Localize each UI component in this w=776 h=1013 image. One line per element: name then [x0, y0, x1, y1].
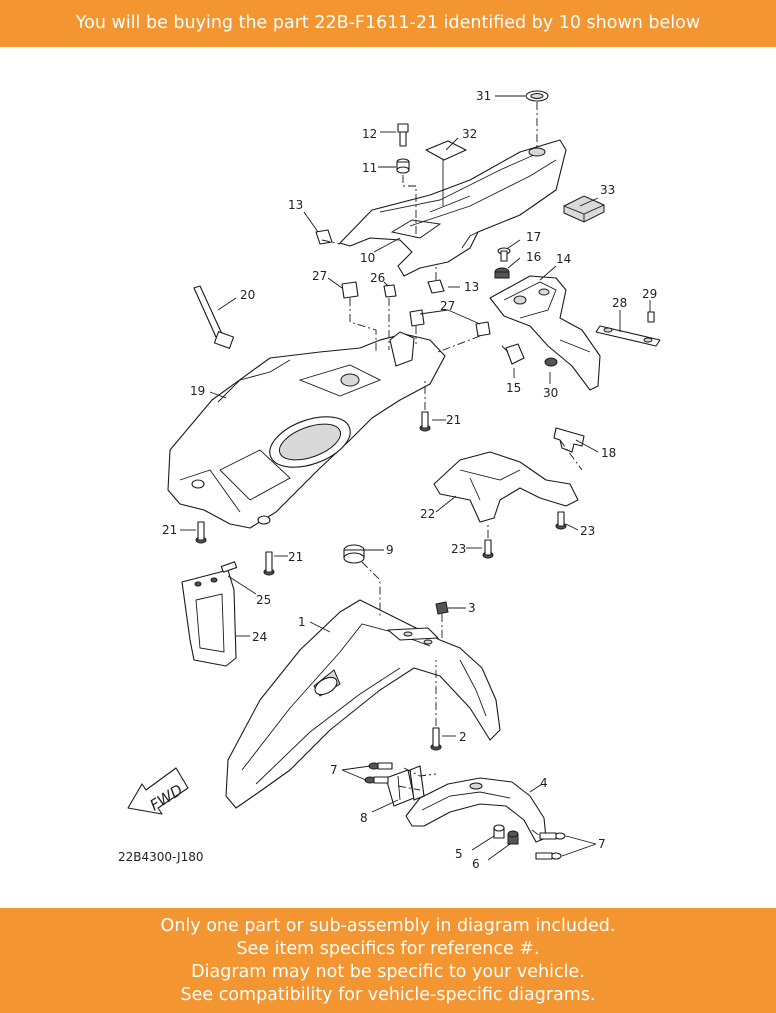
callout-18[interactable]: 18 — [601, 446, 616, 460]
callout-17[interactable]: 17 — [526, 230, 541, 244]
part-33-pad — [563, 195, 605, 223]
part-3-nut — [435, 601, 449, 615]
part-1-front-fender — [225, 599, 501, 809]
part-27-clip-a — [341, 281, 359, 299]
callout-10[interactable]: 10 — [360, 251, 375, 265]
callout-12[interactable]: 12 — [362, 127, 377, 141]
callout-21a[interactable]: 21 — [446, 413, 461, 427]
callout-20[interactable]: 20 — [240, 288, 255, 302]
part-13-clip-b — [427, 279, 445, 294]
callout-19[interactable]: 19 — [190, 384, 205, 398]
part-7-bolt-c — [539, 832, 566, 840]
part-21-bolt-a — [419, 411, 431, 432]
part-4-lower-fender — [405, 777, 547, 843]
callout-3[interactable]: 3 — [468, 601, 476, 615]
callout-5[interactable]: 5 — [455, 847, 463, 861]
part-29-screw — [647, 311, 655, 323]
part-9-clamp — [343, 544, 365, 564]
part-6-grommet — [507, 830, 519, 845]
callout-26[interactable]: 26 — [370, 271, 385, 285]
header-text: You will be buying the part 22B-F1611-21… — [75, 13, 701, 33]
callout-29[interactable]: 29 — [642, 287, 657, 301]
part-7-bolt-a — [368, 762, 393, 770]
part-25-screw — [220, 561, 238, 573]
footer-line-3: Diagram may not be specific to your vehi… — [191, 962, 585, 982]
fwd-arrow-icon: FWD — [127, 767, 189, 815]
callout-23b[interactable]: 23 — [580, 524, 595, 538]
part-27-clip-b — [409, 309, 425, 327]
callout-1[interactable]: 1 — [298, 615, 306, 629]
callout-7a[interactable]: 7 — [330, 763, 338, 777]
part-24-mud-flap — [181, 569, 237, 667]
callout-2[interactable]: 2 — [459, 730, 467, 744]
callout-22[interactable]: 22 — [420, 507, 435, 521]
callout-6[interactable]: 6 — [472, 857, 480, 871]
part-20-cable-tie — [193, 285, 235, 349]
diagram-code: 22B4300-J180 — [118, 850, 203, 864]
callout-7b[interactable]: 7 — [598, 837, 606, 851]
parts-diagram: FWD — [0, 47, 776, 908]
part-23-bolt-a — [482, 539, 494, 559]
callout-32[interactable]: 32 — [462, 127, 477, 141]
callout-21b[interactable]: 21 — [162, 523, 177, 537]
callout-31[interactable]: 31 — [476, 89, 491, 103]
callout-21c[interactable]: 21 — [288, 550, 303, 564]
leader-lines — [180, 95, 651, 861]
callout-25[interactable]: 25 — [256, 593, 271, 607]
callout-15[interactable]: 15 — [506, 381, 521, 395]
part-18-stay — [553, 427, 585, 453]
part-31-emblem — [525, 90, 549, 102]
callout-28[interactable]: 28 — [612, 296, 627, 310]
part-32-label — [425, 140, 467, 161]
footer-banner: Only one part or sub-assembly in diagram… — [0, 908, 776, 1013]
callout-24[interactable]: 24 — [252, 630, 267, 644]
callout-labels: 31 32 12 11 33 13 10 13 17 16 14 27 26 2… — [162, 89, 657, 871]
part-21-bolt-b — [195, 521, 207, 544]
callout-30[interactable]: 30 — [543, 386, 558, 400]
part-13-clip-a — [315, 229, 333, 245]
footer-line-1: Only one part or sub-assembly in diagram… — [160, 916, 616, 936]
callout-8[interactable]: 8 — [360, 811, 368, 825]
part-19-rear-fender — [167, 331, 446, 529]
parts-diagram-svg: FWD — [118, 89, 661, 871]
callout-16[interactable]: 16 — [526, 250, 541, 264]
callout-27b[interactable]: 27 — [440, 299, 455, 313]
part-30-nut — [544, 357, 558, 367]
callout-13a[interactable]: 13 — [288, 198, 303, 212]
callout-9[interactable]: 9 — [386, 543, 394, 557]
part-15-nut — [505, 343, 525, 365]
footer-line-2: See item specifics for reference #. — [236, 939, 540, 959]
part-5-collar — [493, 824, 505, 839]
part-21-bolt-c — [263, 551, 275, 576]
footer-line-4: See compatibility for vehicle-specific d… — [180, 985, 596, 1005]
part-22-flap — [433, 451, 579, 523]
part-28-reflector-bracket — [595, 325, 661, 347]
callout-33[interactable]: 33 — [600, 183, 615, 197]
callout-4[interactable]: 4 — [540, 776, 548, 790]
part-7-bolt-b — [364, 776, 389, 784]
part-2-bolt — [430, 727, 442, 751]
callout-13b[interactable]: 13 — [464, 280, 479, 294]
header-banner: You will be buying the part 22B-F1611-21… — [0, 0, 776, 47]
part-14-bracket — [489, 275, 601, 391]
callout-11[interactable]: 11 — [362, 161, 377, 175]
callout-27a[interactable]: 27 — [312, 269, 327, 283]
part-16-grommet — [494, 267, 510, 279]
part-8-bracket — [385, 765, 425, 807]
part-27-clip-c — [475, 321, 491, 337]
part-23-bolt-b — [555, 511, 567, 530]
callout-14[interactable]: 14 — [556, 252, 571, 266]
part-10-rear-cowl[interactable] — [339, 139, 567, 277]
part-11-collar — [396, 158, 410, 174]
callout-23a[interactable]: 23 — [451, 542, 466, 556]
part-12-bolt — [397, 123, 409, 147]
part-26-clip — [383, 284, 397, 298]
part-7-bolt-d — [535, 852, 562, 860]
part-17-screw — [497, 247, 511, 262]
